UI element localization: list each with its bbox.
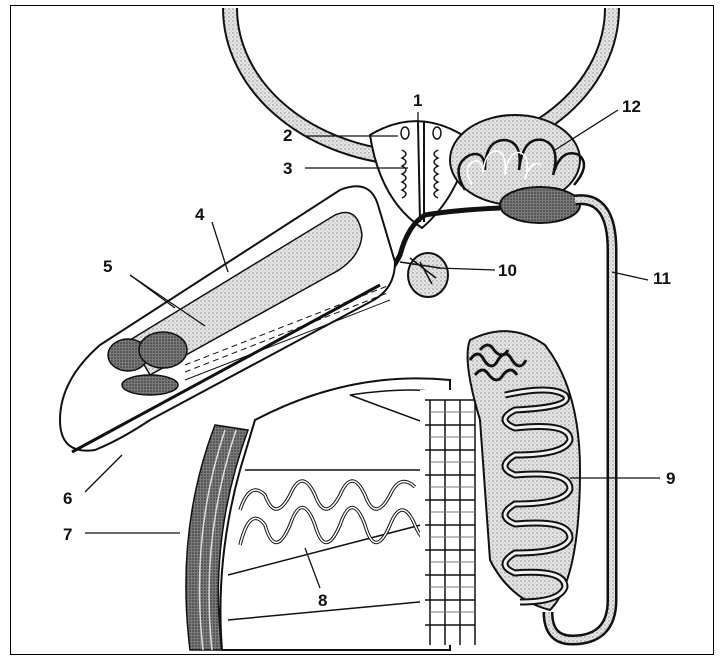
label-11: 11 [653, 269, 671, 288]
label-10: 10 [498, 261, 517, 280]
label-8: 8 [318, 591, 327, 610]
bulbourethral-gland [400, 253, 448, 297]
rete-testis [420, 390, 480, 645]
label-2: 2 [283, 126, 292, 145]
label-9: 9 [666, 469, 675, 488]
label-3: 3 [283, 159, 292, 178]
testis [220, 378, 450, 650]
label-7: 7 [63, 525, 72, 544]
epididymis [468, 331, 580, 610]
label-6: 6 [63, 489, 72, 508]
label-5: 5 [103, 257, 112, 276]
label-12: 12 [622, 97, 641, 116]
label-1: 1 [413, 91, 422, 110]
ampulla [500, 187, 580, 223]
label-4: 4 [195, 205, 205, 224]
